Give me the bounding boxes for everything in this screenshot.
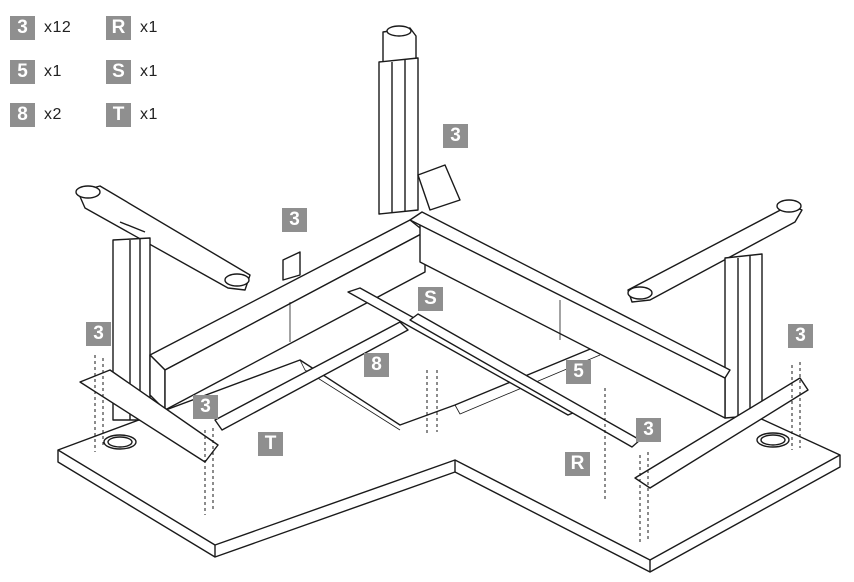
screw-alignment-lines (94, 355, 801, 545)
part-badge: 8 (10, 103, 35, 127)
center-leg-column (378, 25, 419, 215)
callout-8: 8 (364, 353, 389, 377)
legend-row-8: 8 x2 (10, 103, 62, 127)
right-leg-assembly (627, 199, 803, 419)
part-quantity: x1 (140, 19, 158, 36)
part-badge: 5 (10, 60, 35, 84)
frame-beams (149, 211, 731, 419)
callout-s: S (418, 287, 443, 311)
part-badge: S (106, 60, 131, 84)
part-badge: R (106, 16, 131, 40)
part-badge: T (106, 103, 131, 127)
legend-row-s: S x1 (106, 60, 158, 84)
callout-r: R (565, 452, 590, 476)
left-leg-assembly (75, 185, 251, 421)
callout-3: 3 (282, 208, 307, 232)
legend-row-5: 5 x1 (10, 60, 62, 84)
part-quantity: x1 (140, 106, 158, 123)
callout-3: 3 (788, 324, 813, 348)
legend-row-3: 3 x12 (10, 16, 71, 40)
callout-3: 3 (193, 395, 218, 419)
part-badge: 3 (10, 16, 35, 40)
callout-3: 3 (636, 418, 661, 442)
part-quantity: x12 (44, 19, 72, 36)
callout-3: 3 (86, 322, 111, 346)
callout-3: 3 (443, 124, 468, 148)
part-quantity: x1 (44, 63, 62, 80)
part-quantity: x1 (140, 63, 158, 80)
foot-plates (79, 164, 809, 489)
part-quantity: x2 (44, 106, 62, 123)
legend-row-t: T x1 (106, 103, 158, 127)
rail-t (214, 321, 409, 431)
callout-t: T (258, 432, 283, 456)
legend-row-r: R x1 (106, 16, 158, 40)
callout-5: 5 (566, 360, 591, 384)
